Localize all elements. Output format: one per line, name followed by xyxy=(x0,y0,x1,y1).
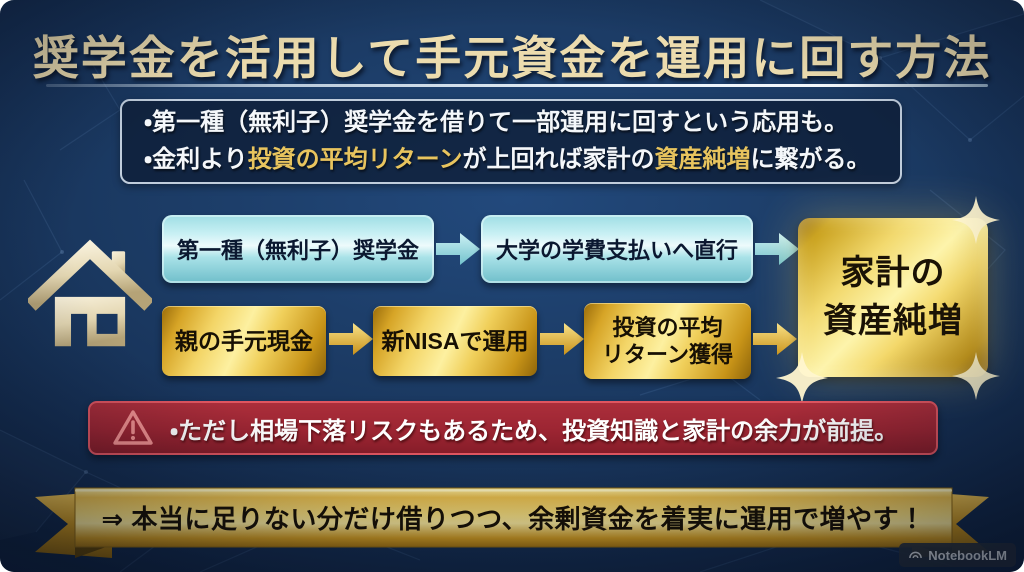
house-icon xyxy=(28,239,152,347)
arrow-right-icon xyxy=(329,323,373,355)
flow-step-nisa: 新NISAで運用 xyxy=(373,306,537,376)
intro-callout-box: ・第一種（無利子）奨学金を借りて一部運用に回すという応用も。 ・金利より投資の平… xyxy=(120,99,902,184)
flow-step-parent-cash: 親の手元現金 xyxy=(162,306,326,376)
arrow-right-icon xyxy=(436,233,480,265)
arrow-right-icon xyxy=(755,233,799,265)
result-label-line2: 資産純増 xyxy=(823,301,963,340)
sparkle-icon xyxy=(952,352,1000,400)
flow-step-label: 大学の学費支払いへ直行 xyxy=(495,238,738,263)
conclusion-text: ⇒ 本当に足りない分だけ借りつつ、余剰資金を着実に運用で増やす！ xyxy=(101,504,926,534)
title-underline xyxy=(46,84,988,87)
flow-step-label: 親の手元現金 xyxy=(175,327,313,354)
sparkle-icon xyxy=(776,352,828,404)
intro-line2-segment: に繋がる。 xyxy=(750,146,871,173)
intro-line2-highlight: 資産純増 xyxy=(654,146,751,173)
notebooklm-logo-icon xyxy=(909,551,923,559)
intro-line-1: ・第一種（無利子）奨学金を借りて一部運用に回すという応用も。 xyxy=(144,109,849,136)
flow-step-label-line1: 投資の平均 xyxy=(612,314,723,340)
arrow-right-icon xyxy=(540,323,584,355)
intro-line-2: ・金利より投資の平均リターンが上回れば家計の資産純増に繋がる。 xyxy=(144,145,900,175)
result-label-line1: 家計の xyxy=(840,253,946,292)
arrow-right-icon xyxy=(753,323,797,355)
flow-step-scholarship: 第一種（無利子）奨学金 xyxy=(162,215,434,283)
watermark-label: NotebookLM xyxy=(928,547,1007,563)
warning-text: ・ただし相場下落リスクもあるため、投資知識と家計の余力が前提。 xyxy=(170,417,899,445)
watermark-badge: NotebookLM xyxy=(899,543,1016,567)
warning-triangle-icon xyxy=(113,410,153,445)
intro-line2-segment: が上回れば家計の xyxy=(462,146,655,173)
flow-step-label: 第一種（無利子）奨学金 xyxy=(176,238,419,263)
flow-step-tuition: 大学の学費支払いへ直行 xyxy=(481,215,753,283)
flow-step-label-line2: リターン獲得 xyxy=(602,342,733,367)
sparkle-icon xyxy=(952,196,1000,244)
warning-box: ・ただし相場下落リスクもあるため、投資知識と家計の余力が前提。 xyxy=(88,401,938,455)
flow-step-label: 新NISAで運用 xyxy=(381,327,529,354)
intro-line2-segment: ・金利より xyxy=(144,146,248,173)
page-title: 奨学金を活用して手元資金を運用に回す方法 xyxy=(32,32,992,84)
intro-line2-highlight: 投資の平均リターン xyxy=(247,146,463,173)
flow-step-return: 投資の平均 リターン獲得 xyxy=(584,303,751,379)
